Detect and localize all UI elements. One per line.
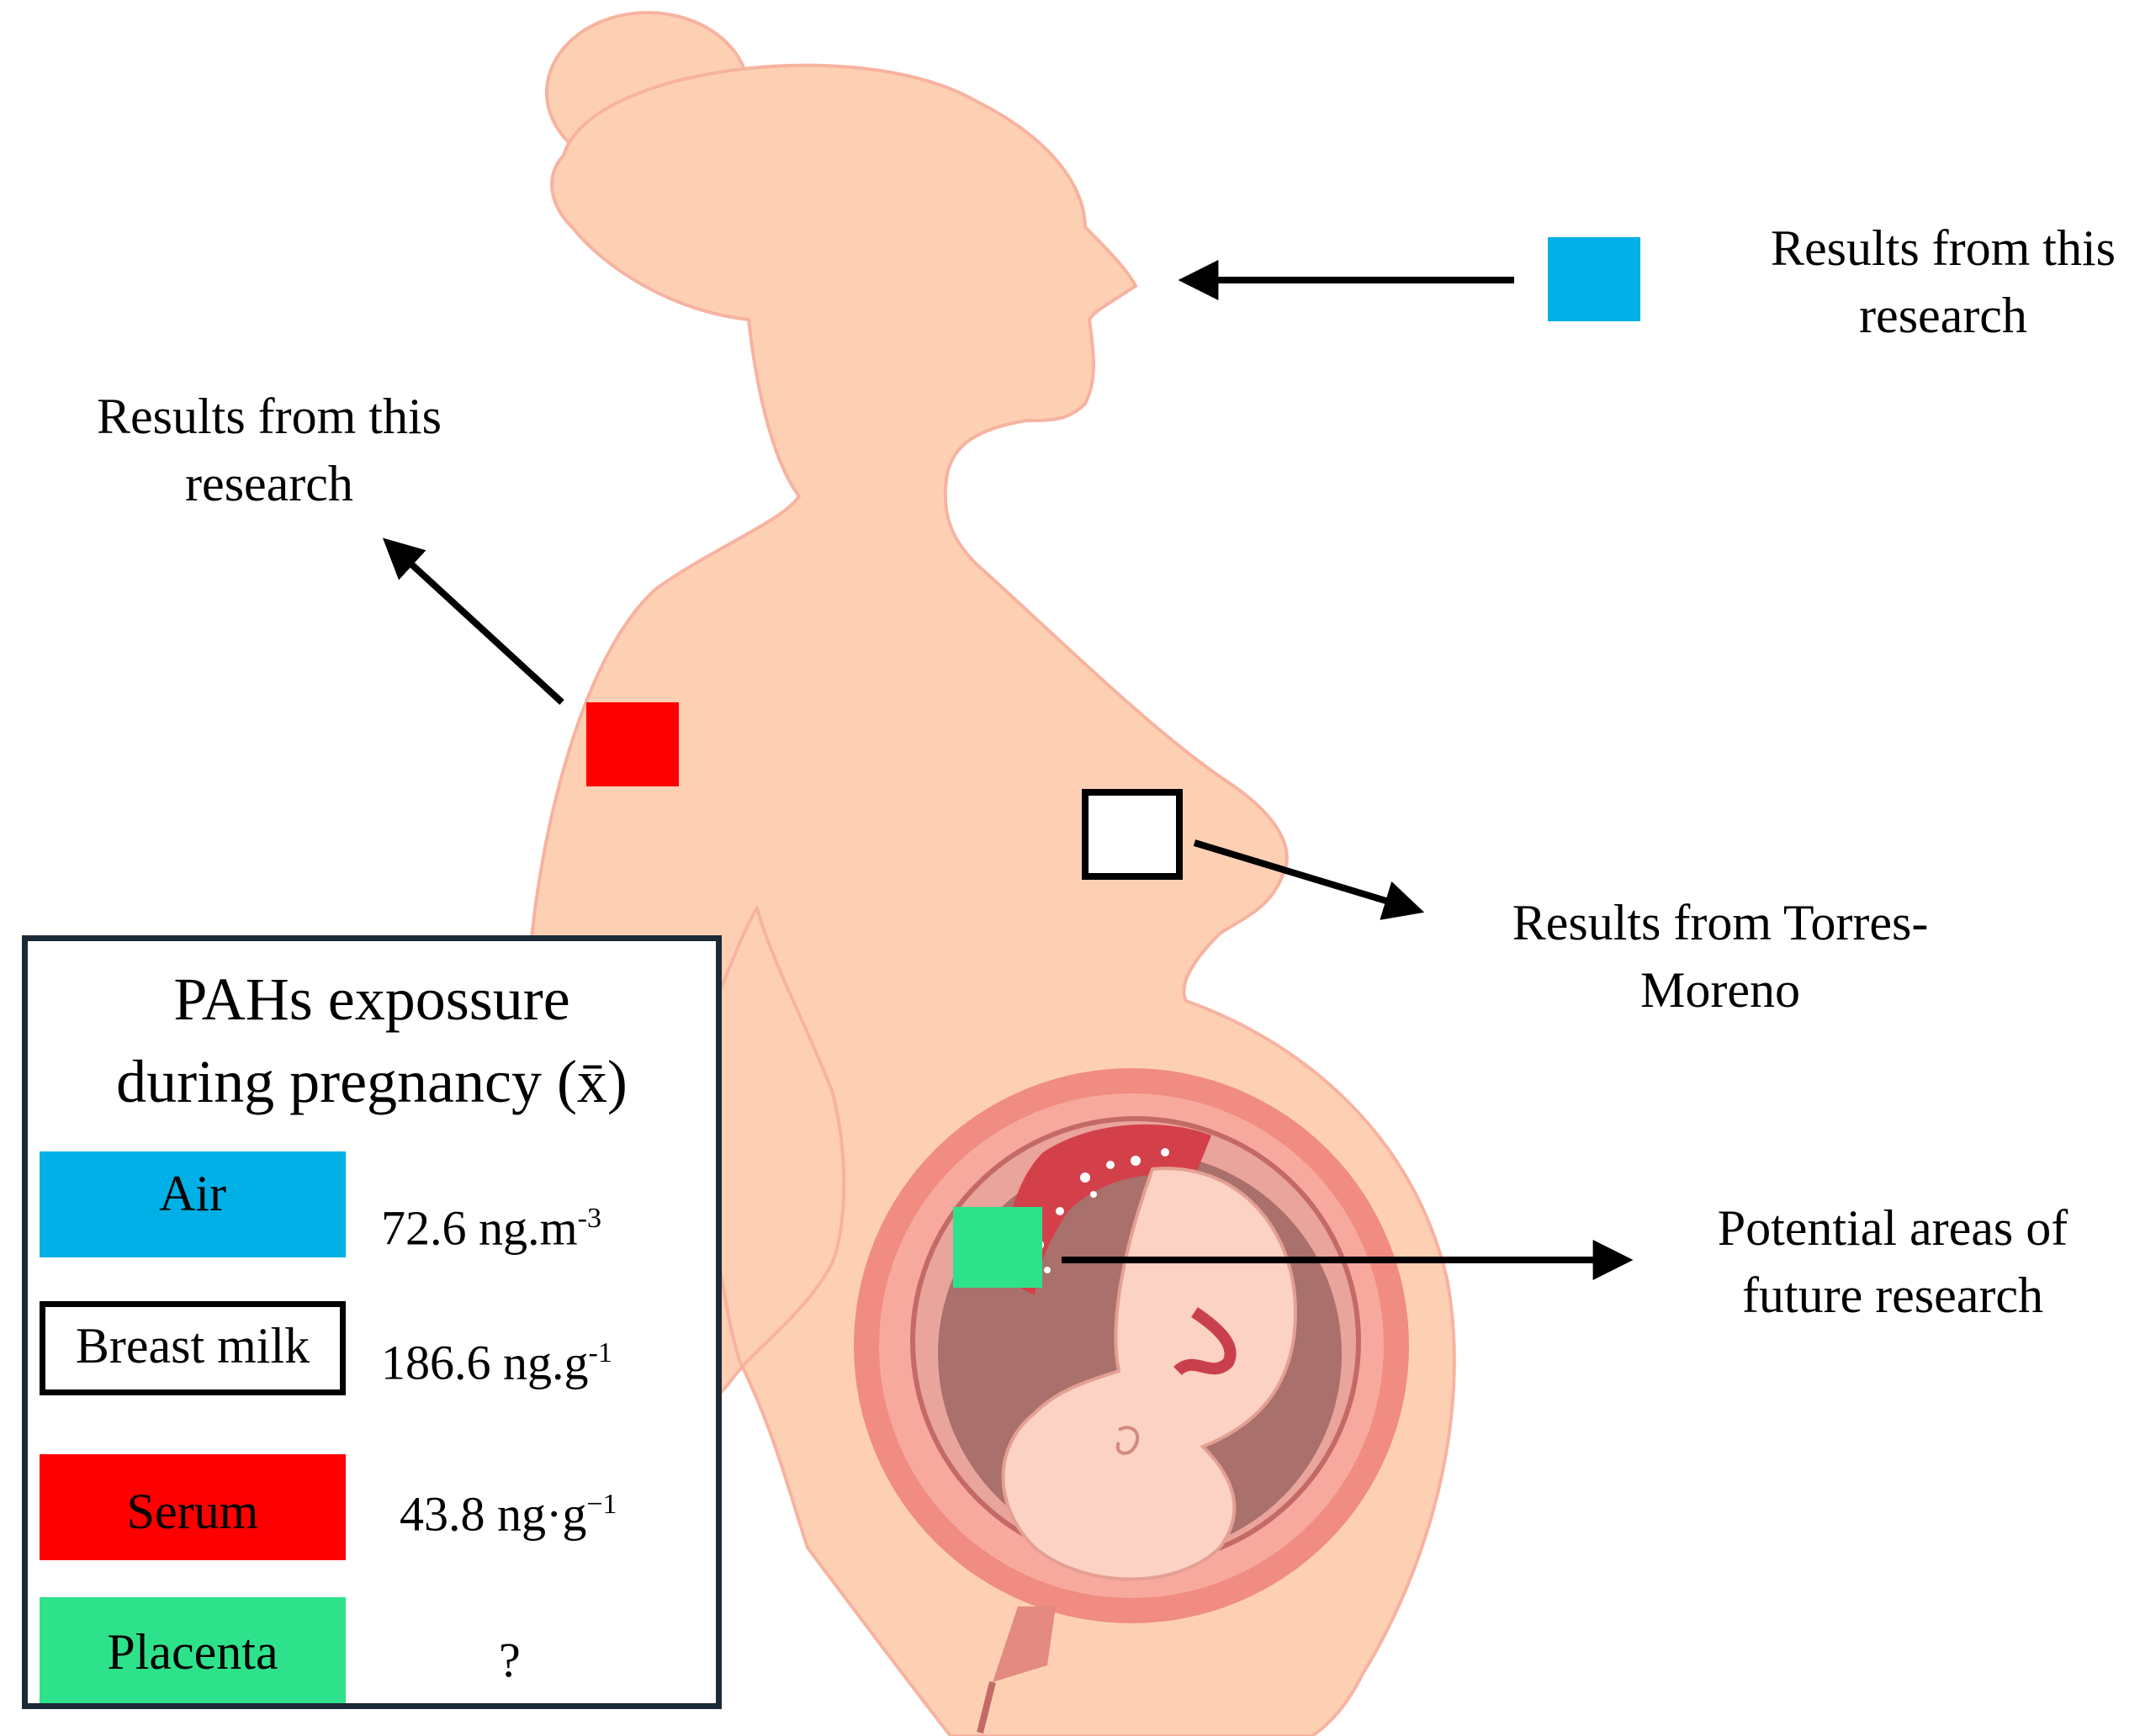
legend-box: PAHs expossure during pregnancy (x̄) Air…: [22, 935, 722, 1709]
cervix: [993, 1606, 1056, 1682]
birth-canal: [977, 1681, 996, 1733]
breast-milk-annotation: Results from Torres- Moreno: [1447, 889, 1994, 1024]
legend-value-breast-milk-sup: -1: [588, 1337, 612, 1368]
legend-title-line2: during pregnancy (x̄): [116, 1048, 628, 1115]
legend-value-air-text: 72.6 ng.m: [381, 1200, 578, 1256]
placenta-annotation-line1: Potential areas of: [1717, 1200, 2068, 1256]
legend-title: PAHs expossure during pregnancy (x̄): [28, 958, 716, 1123]
breast-milk-annotation-line1: Results from Torres-: [1512, 895, 1929, 950]
serum-annotation: Results from this research: [42, 383, 496, 517]
breast-milk-marker: [1082, 789, 1183, 880]
legend-value-placenta: ?: [499, 1627, 827, 1694]
serum-marker: [586, 702, 679, 786]
breast-milk-arrow: [1193, 839, 1425, 920]
legend-value-air: 72.6 ng.m-3: [381, 1185, 709, 1262]
placenta-marker: [953, 1207, 1042, 1288]
fetus-body: [1001, 1167, 1298, 1581]
umbilical-cord: [1173, 1307, 1237, 1376]
legend-label-air: Air: [159, 1166, 226, 1221]
air-marker: [1548, 237, 1640, 321]
legend-value-placenta-text: ?: [499, 1633, 521, 1687]
serum-annotation-line2: research: [185, 456, 353, 511]
legend-label-breast-milk: Breast milk: [75, 1318, 310, 1373]
breast-milk-annotation-line2: Moreno: [1640, 962, 1800, 1018]
legend-label-serum: Serum: [126, 1484, 259, 1539]
legend-value-air-sup: -3: [577, 1203, 601, 1234]
serum-arrow: [382, 537, 564, 705]
legend-value-breast-milk-text: 186.6 ng.g: [381, 1335, 589, 1390]
legend-title-line1: PAHs expossure: [173, 966, 570, 1033]
air-annotation: Results from this research: [1716, 214, 2140, 349]
serum-annotation-line1: Results from this: [96, 389, 442, 444]
placenta-annotation: Potential areas of future research: [1657, 1194, 2128, 1329]
legend-value-serum-text: 43.8 ng·g: [400, 1486, 587, 1542]
legend-value-serum-sup: −1: [586, 1489, 617, 1520]
air-annotation-line2: research: [1859, 288, 2027, 343]
air-annotation-line1: Results from this: [1770, 220, 2116, 276]
legend-swatch-placenta: Placenta: [40, 1597, 346, 1703]
legend-swatch-breast-milk: Breast milk: [40, 1301, 346, 1395]
legend-swatch-air: Air: [40, 1151, 346, 1257]
legend-label-placenta: Placenta: [107, 1624, 278, 1680]
legend-value-serum: 43.8 ng·g−1: [400, 1471, 728, 1548]
placenta-annotation-line2: future research: [1741, 1268, 2044, 1323]
legend-swatch-serum: Serum: [40, 1454, 346, 1560]
fetus-ear: [1115, 1426, 1140, 1455]
legend-value-breast-milk: 186.6 ng.g-1: [381, 1320, 709, 1396]
